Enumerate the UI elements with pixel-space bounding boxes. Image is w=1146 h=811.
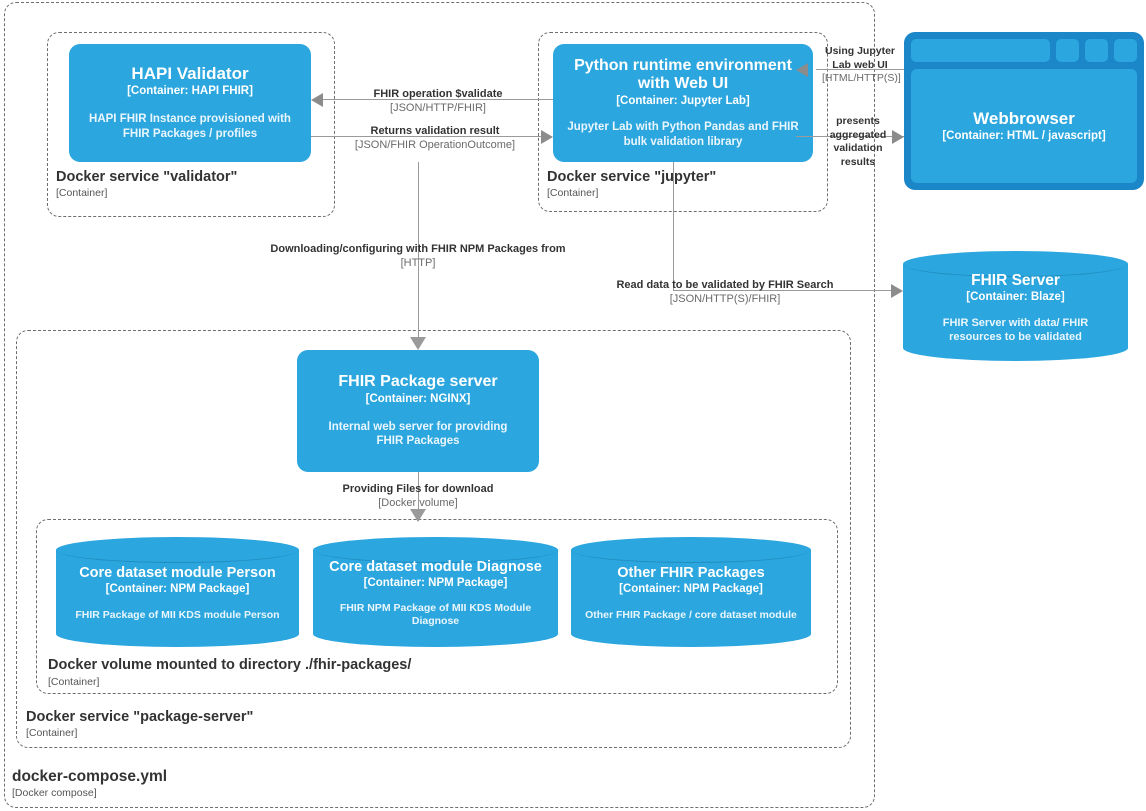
edge-using-web-ui-arrowhead	[796, 63, 808, 77]
node-python-runtime[interactable]: Python runtime environment with Web UI […	[553, 44, 813, 162]
node-other-packages[interactable]: Other FHIR Packages [Container: NPM Pack…	[571, 537, 811, 647]
edge-presents-results-arrowhead	[892, 130, 904, 144]
node-webbrowser[interactable]: Webbrowser [Container: HTML / javascript…	[904, 32, 1144, 190]
edge-read-data-hline	[673, 290, 901, 292]
node-hapi-validator-desc: HAPI FHIR Instance provisioned with FHIR…	[89, 113, 291, 140]
node-module-diagnose-desc: FHIR NPM Package of MII KDS Module Diagn…	[339, 602, 532, 628]
edge-using-web-ui-label-text: Using Jupyter Lab web UI	[824, 45, 895, 71]
edge-validate-protocol: [JSON/HTTP/FHIR]	[390, 101, 486, 114]
browser-viewport: Webbrowser [Container: HTML / javascript…	[911, 69, 1137, 183]
node-module-diagnose-tech: [Container: NPM Package]	[363, 577, 508, 590]
edge-using-web-ui-label: Using Jupyter Lab web UI [HTML/HTTP(S)]	[822, 45, 901, 86]
edge-downloading-packages-protocol: [HTTP]	[400, 256, 436, 269]
node-module-diagnose[interactable]: Core dataset module Diagnose [Container:…	[313, 537, 558, 647]
cylinder-body	[313, 550, 558, 634]
boundary-service-jupyter-label: Docker service "jupyter"	[547, 169, 717, 185]
browser-button-icon	[1085, 39, 1108, 62]
boundary-service-jupyter	[538, 32, 828, 212]
node-module-diagnose-title: Core dataset module Diagnose	[329, 559, 542, 576]
edge-providing-files-arrowhead	[410, 509, 426, 522]
node-hapi-validator[interactable]: HAPI Validator [Container: HAPI FHIR] HA…	[69, 44, 311, 162]
node-webbrowser-tech: [Container: HTML / javascript]	[942, 129, 1106, 142]
edge-read-data-arrowhead	[891, 284, 903, 298]
cylinder-body	[56, 550, 299, 634]
edge-read-data-label: Read data to be validated by FHIR Search…	[610, 279, 840, 307]
node-other-packages-text: Other FHIR Packages [Container: NPM Pack…	[571, 537, 811, 647]
node-fhir-server-desc: FHIR Server with data/ FHIR resources to…	[942, 316, 1089, 344]
edge-presents-results-label-text: presents aggregated validation results	[829, 115, 887, 168]
boundary-docker-volume-sublabel: [Container]	[48, 676, 100, 688]
edge-validate-arrowhead	[311, 93, 323, 107]
edge-validate-line	[323, 99, 553, 101]
node-python-runtime-desc: Jupyter Lab with Python Pandas and FHIR …	[567, 121, 799, 148]
node-python-runtime-tech: [Container: Jupyter Lab]	[616, 95, 750, 108]
node-module-person-title: Core dataset module Person	[79, 565, 276, 582]
node-fhir-package-server-title: FHIR Package server	[338, 372, 498, 390]
node-module-diagnose-text: Core dataset module Diagnose [Container:…	[313, 537, 558, 647]
node-hapi-validator-tech: [Container: HAPI FHIR]	[127, 85, 253, 98]
edge-downloading-packages-label-text: Downloading/configuring with FHIR NPM Pa…	[270, 243, 566, 255]
edge-validate-label: FHIR operation $validate [JSON/HTTP/FHIR…	[333, 88, 543, 116]
edge-providing-files-protocol: [Docker volume]	[378, 496, 458, 509]
edge-validation-result-label-text: Returns validation result	[370, 125, 500, 137]
browser-url-bar	[911, 39, 1050, 62]
boundary-service-package-server	[16, 330, 851, 748]
edge-providing-files-label-text: Providing Files for download	[342, 483, 494, 495]
cylinder-top	[571, 537, 811, 563]
edge-presents-results-line	[796, 136, 904, 138]
edge-downloading-packages-label: Downloading/configuring with FHIR NPM Pa…	[148, 243, 688, 271]
node-python-runtime-title: Python runtime environment with Web UI	[574, 56, 792, 93]
node-fhir-server-tech: [Container: Blaze]	[966, 291, 1065, 304]
edge-downloading-packages-arrowhead	[410, 337, 426, 350]
node-webbrowser-title: Webbrowser	[973, 108, 1075, 128]
edge-read-data-protocol: [JSON/HTTP(S)/FHIR]	[669, 292, 781, 305]
boundary-service-package-server-sublabel: [Container]	[26, 727, 78, 739]
node-module-person-desc: FHIR Package of MII KDS module Person	[75, 609, 280, 622]
edge-validation-result-protocol: [JSON/FHIR OperationOutcome]	[354, 138, 516, 151]
edge-validation-result-arrowhead	[541, 130, 553, 144]
boundary-docker-compose	[4, 2, 875, 808]
edge-providing-files-line	[418, 472, 420, 521]
edge-validation-result-line	[311, 136, 541, 138]
browser-button-icon	[1114, 39, 1137, 62]
node-fhir-server-title: FHIR Server	[971, 271, 1060, 289]
edge-using-web-ui-line	[816, 69, 904, 71]
node-fhir-server-text: FHIR Server [Container: Blaze] FHIR Serv…	[903, 251, 1128, 361]
node-fhir-package-server-desc: Internal web server for providing FHIR P…	[328, 420, 508, 448]
node-other-packages-tech: [Container: NPM Package]	[619, 583, 763, 596]
node-fhir-package-server[interactable]: FHIR Package server [Container: NGINX] I…	[297, 350, 539, 472]
edge-validation-result-label: Returns validation result [JSON/FHIR Ope…	[330, 125, 540, 153]
boundary-service-validator	[47, 32, 335, 217]
node-fhir-package-server-tech: [Container: NGINX]	[365, 392, 471, 405]
cylinder-body	[903, 264, 1128, 348]
edge-read-data-label-text: Read data to be validated by FHIR Search	[616, 279, 834, 291]
boundary-service-validator-label: Docker service "validator"	[56, 169, 238, 185]
node-module-person-tech: [Container: NPM Package]	[105, 583, 250, 596]
cylinder-top	[313, 537, 558, 563]
boundary-docker-volume-label: Docker volume mounted to directory ./fhi…	[48, 657, 412, 673]
node-module-person[interactable]: Core dataset module Person [Container: N…	[56, 537, 299, 647]
boundary-docker-compose-sublabel: [Docker compose]	[12, 787, 97, 799]
boundary-service-validator-sublabel: [Container]	[56, 187, 108, 199]
edge-providing-files-label: Providing Files for download [Docker vol…	[298, 483, 538, 511]
edge-validate-label-text: FHIR operation $validate	[373, 88, 503, 100]
cylinder-top	[56, 537, 299, 563]
node-other-packages-desc: Other FHIR Package / core dataset module	[585, 609, 797, 622]
edge-read-data-vline	[673, 162, 675, 290]
node-hapi-validator-title: HAPI Validator	[131, 64, 249, 84]
boundary-docker-volume	[36, 519, 838, 694]
node-fhir-server[interactable]: FHIR Server [Container: Blaze] FHIR Serv…	[903, 251, 1128, 361]
browser-chrome-bar	[911, 39, 1137, 62]
browser-button-icon	[1056, 39, 1079, 62]
edge-presents-results-label: presents aggregated validation results	[820, 115, 896, 170]
cylinder-body	[571, 550, 811, 634]
boundary-service-jupyter-sublabel: [Container]	[547, 187, 599, 199]
node-module-person-text: Core dataset module Person [Container: N…	[56, 537, 299, 647]
boundary-docker-compose-label: docker-compose.yml	[12, 768, 168, 785]
cylinder-top	[903, 251, 1128, 277]
edge-downloading-packages-line	[418, 162, 420, 339]
boundary-service-package-server-label: Docker service "package-server"	[26, 709, 254, 725]
edge-using-web-ui-protocol: [HTML/HTTP(S)]	[822, 72, 901, 85]
node-other-packages-title: Other FHIR Packages	[617, 565, 765, 582]
